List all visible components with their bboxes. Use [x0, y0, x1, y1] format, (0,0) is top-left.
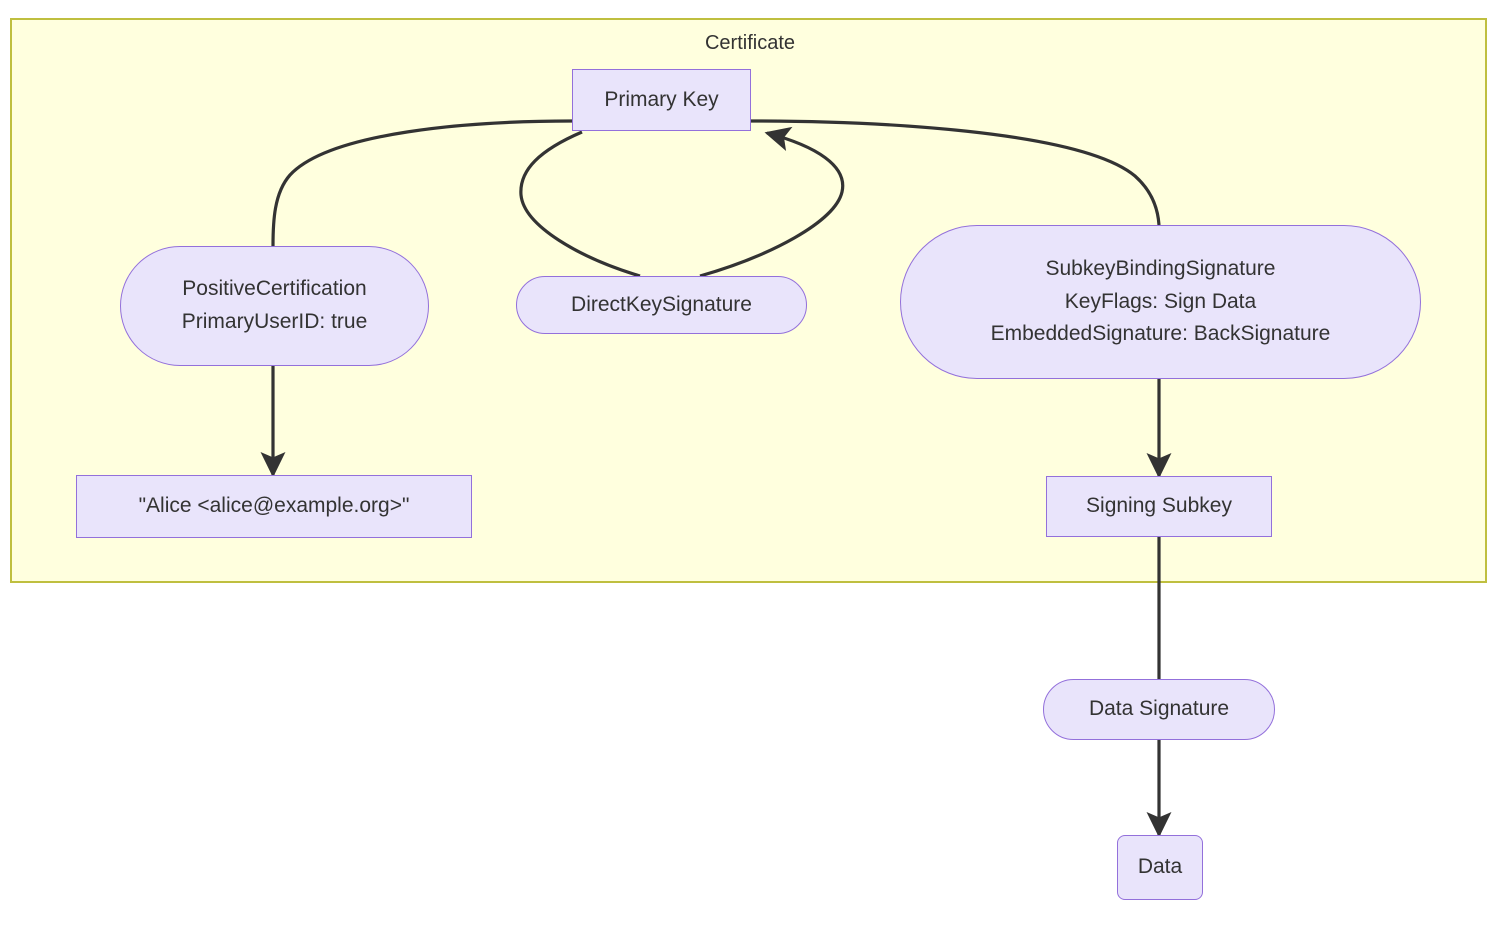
- node-label-subkey-binding: SubkeyBindingSignature KeyFlags: Sign Da…: [990, 257, 1331, 346]
- node-signing-subkey[interactable]: Signing Subkey: [1046, 476, 1272, 537]
- node-label-user-id: "Alice <alice@example.org>": [138, 494, 410, 518]
- node-data[interactable]: Data: [1117, 835, 1203, 900]
- node-label-data: Data: [1137, 855, 1183, 879]
- node-label-primary-key: Primary Key: [604, 87, 719, 111]
- node-label-signing-subkey: Signing Subkey: [1086, 494, 1232, 518]
- node-positive-certification[interactable]: PositiveCertification PrimaryUserID: tru…: [120, 246, 429, 366]
- node-label-direct-key-signature: DirectKeySignature: [571, 292, 752, 316]
- node-subkey-binding[interactable]: SubkeyBindingSignature KeyFlags: Sign Da…: [900, 225, 1421, 379]
- node-primary-key[interactable]: Primary Key: [572, 69, 751, 131]
- subgraph-label-certificate: Certificate: [704, 32, 796, 54]
- node-label-positive-certification: PositiveCertification PrimaryUserID: tru…: [181, 277, 368, 333]
- node-user-id[interactable]: "Alice <alice@example.org>": [76, 475, 472, 538]
- node-direct-key-signature[interactable]: DirectKeySignature: [516, 276, 807, 334]
- node-data-signature[interactable]: Data Signature: [1043, 679, 1275, 740]
- node-label-data-signature: Data Signature: [1088, 697, 1230, 721]
